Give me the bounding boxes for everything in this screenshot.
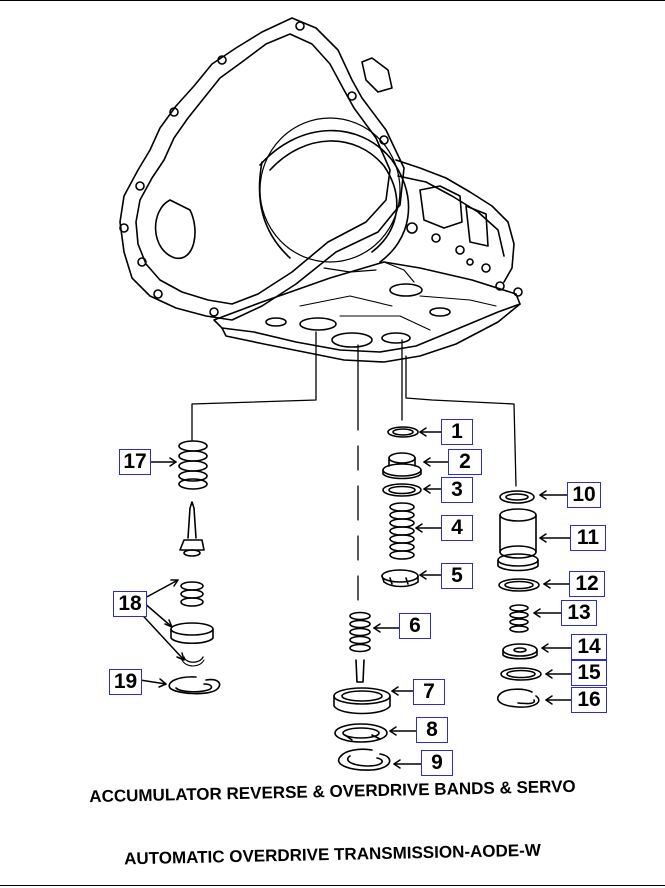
part-17-spring (178, 440, 208, 490)
callout-4[interactable]: 4 (441, 515, 473, 541)
callout-5[interactable]: 5 (441, 563, 473, 589)
part-7-piston (333, 687, 391, 715)
callout-11[interactable]: 11 (570, 525, 606, 551)
part-1-seal (387, 426, 419, 438)
leader-lines (191, 331, 517, 601)
part-8-seal (334, 723, 388, 743)
part-4-spring (389, 502, 415, 560)
callout-3[interactable]: 3 (441, 477, 473, 503)
part-11-servo-piston (497, 508, 539, 572)
bottom-border (0, 885, 665, 886)
part-6-spring (349, 611, 371, 683)
callout-1[interactable]: 1 (441, 419, 473, 445)
part-2-piston (382, 452, 422, 480)
part-18-assembly (170, 501, 214, 667)
part-13-spring (509, 604, 529, 633)
part-10-seal (499, 490, 535, 504)
callout-13[interactable]: 13 (561, 600, 597, 626)
part-14-piston (502, 643, 538, 660)
transmission-case (119, 17, 523, 363)
callout-12[interactable]: 12 (569, 571, 605, 597)
part-19-snap-ring (168, 676, 221, 695)
callout-7[interactable]: 7 (413, 679, 445, 705)
callout-15[interactable]: 15 (571, 660, 607, 686)
callout-16[interactable]: 16 (571, 687, 607, 713)
callout-2[interactable]: 2 (448, 449, 482, 475)
callout-14[interactable]: 14 (571, 634, 607, 660)
part-16-snap-ring (496, 688, 540, 708)
part-9-snap-ring (337, 748, 391, 771)
callout-18[interactable]: 18 (113, 591, 147, 617)
callout-8[interactable]: 8 (416, 717, 448, 743)
top-border (0, 0, 665, 1)
part-12-ring (498, 578, 540, 592)
callout-17[interactable]: 17 (119, 449, 151, 475)
callout-9[interactable]: 9 (421, 750, 453, 776)
part-3-ring (382, 483, 422, 497)
part-15-seal (500, 667, 542, 681)
callout-arrows (133, 427, 575, 769)
part-5-retainer (381, 569, 419, 588)
callout-6[interactable]: 6 (399, 613, 431, 639)
callout-19[interactable]: 19 (109, 669, 142, 695)
callout-10[interactable]: 10 (567, 482, 601, 508)
